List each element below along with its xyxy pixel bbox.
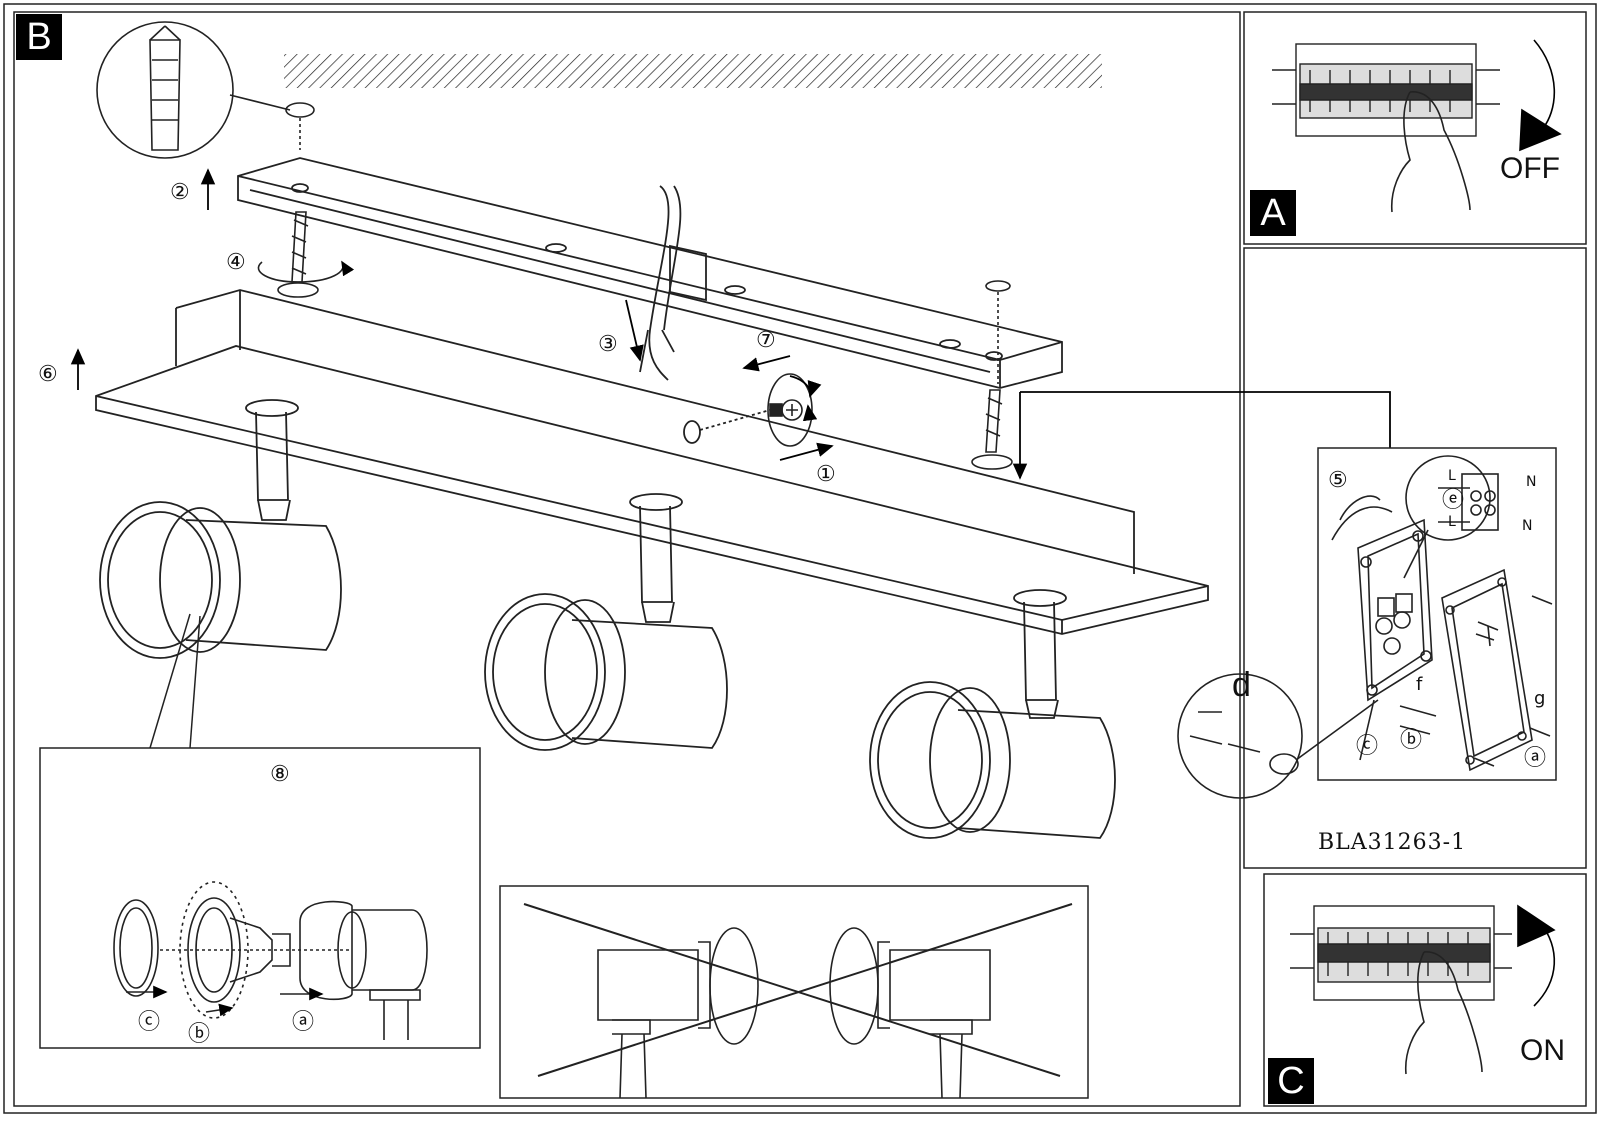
junction-e-label: ⓔ (1442, 488, 1465, 513)
breaker-panel-icon (1272, 43, 1500, 137)
step-3-label: ③ (598, 332, 618, 357)
step-arrows (70, 168, 1391, 480)
product-code: BLA31263-1 (1318, 830, 1467, 855)
breaker-panel-icon (1290, 905, 1512, 1001)
junction-c-label: ⓒ (1356, 734, 1379, 759)
junction-g-label: g (1534, 688, 1546, 709)
step-6-label: ⑥ (38, 362, 58, 387)
switch-on-label: ON (1520, 1034, 1565, 1067)
rotate-arrow-icon (1519, 39, 1562, 152)
junction-box-icon (1177, 455, 1553, 799)
lamp-detail-frame (39, 747, 481, 1049)
spotlight-icon (99, 399, 342, 659)
panel-on-frame (1263, 873, 1587, 1107)
lamp-part-c-label: ⓒ (138, 1010, 161, 1035)
junction-f-label: f (1416, 674, 1423, 695)
lamp-part-a-label: ⓐ (292, 1010, 315, 1035)
lamp-assembly-icon (113, 881, 428, 1040)
wrong-orientation-frame (499, 885, 1089, 1099)
wrong-orientation-icon (523, 903, 1073, 1099)
terminal-N-top: N (1526, 474, 1537, 490)
junction-a-label: ⓐ (1524, 746, 1547, 771)
terminal-L-top: L (1448, 468, 1456, 484)
step-2-label: ② (170, 180, 190, 205)
junction-b-label: ⓑ (1400, 728, 1423, 753)
step-8-label: ⑧ (270, 762, 290, 787)
step-1-label: ① (816, 462, 836, 487)
hand-icon (1404, 951, 1483, 1075)
wire-d-label: d (1232, 666, 1251, 704)
lamp-part-b-label: ⓑ (188, 1022, 211, 1047)
page-border (3, 3, 1597, 1114)
mounting-bracket (237, 157, 1063, 389)
terminal-N-bottom: N (1522, 518, 1533, 534)
junction-detail-frame (1317, 447, 1557, 781)
panel-off-frame (1243, 11, 1587, 245)
panel-wiring-frame (1243, 247, 1587, 869)
hand-icon (1390, 91, 1471, 213)
panel-tag-off: A (1250, 190, 1296, 236)
cable (639, 185, 682, 381)
panel-tag-on: C (1268, 1058, 1314, 1104)
canopy-plate (95, 289, 1209, 635)
panel-tag-main: B (16, 14, 62, 60)
lamp-detail-leader (149, 613, 201, 749)
step-5-label: ⑤ (1328, 468, 1348, 493)
step-7-label: ⑦ (756, 328, 776, 353)
step-4-label: ④ (226, 250, 246, 275)
screw-icon (257, 211, 355, 298)
spotlight-icon (869, 589, 1116, 839)
screw-icon (971, 280, 1013, 470)
ceiling-hatch (284, 54, 1102, 88)
terminal-L-bottom: L (1448, 514, 1456, 530)
switch-off-label: OFF (1500, 152, 1560, 185)
wall-plug-icon (96, 21, 315, 159)
spotlight-icon (484, 493, 728, 751)
rotate-arrow-icon (1517, 904, 1556, 1007)
